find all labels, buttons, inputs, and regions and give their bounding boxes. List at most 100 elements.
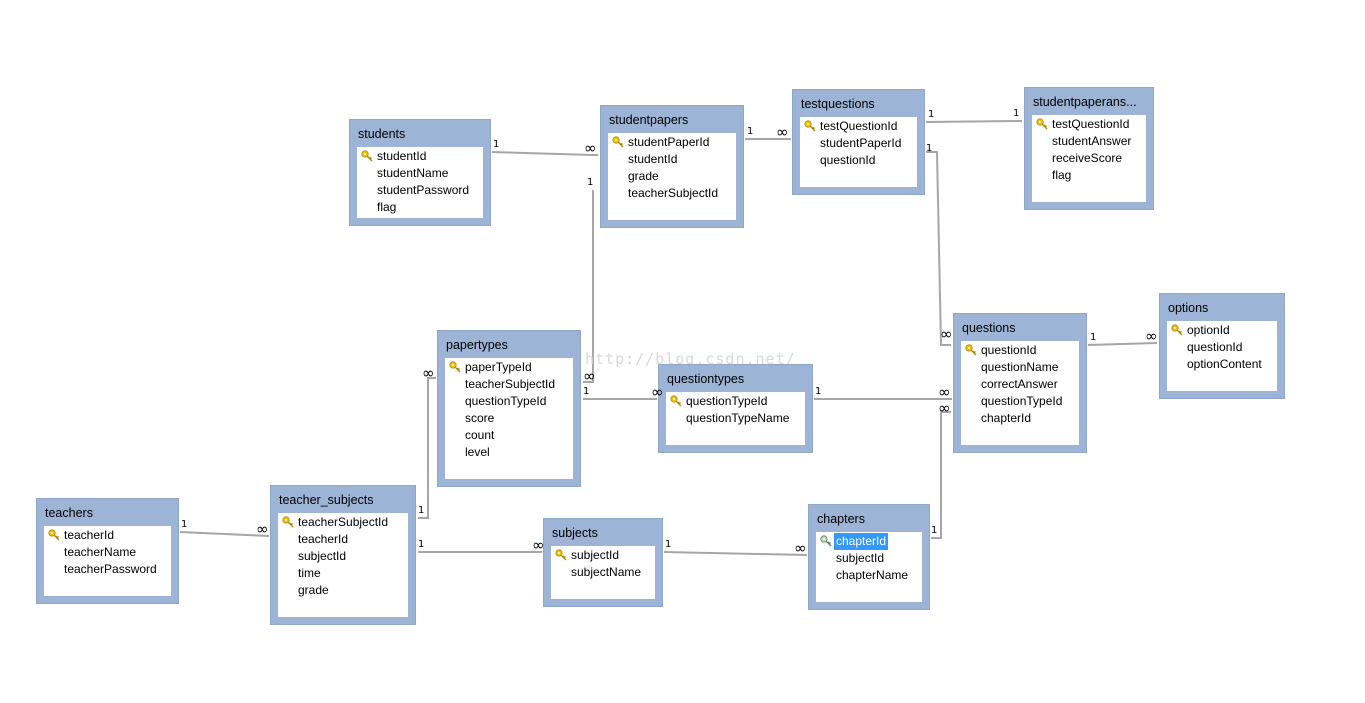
primary-key-icon xyxy=(1171,324,1183,336)
table-field-row[interactable]: chapterName xyxy=(816,567,922,584)
field-name: score xyxy=(465,411,495,425)
field-name: optionContent xyxy=(1187,357,1262,371)
relationship-line-questions-testquestions[interactable] xyxy=(926,151,951,346)
table-title: questiontypes xyxy=(667,372,745,386)
field-name: questionId xyxy=(820,153,876,167)
table-field-row[interactable]: testQuestionId xyxy=(1032,116,1146,133)
table-title: papertypes xyxy=(446,338,508,352)
primary-key-icon xyxy=(804,120,816,132)
table-field-row[interactable]: chapterId xyxy=(816,533,922,550)
table-field-row[interactable]: subjectName xyxy=(551,564,655,581)
cardinality-one-label: 1 xyxy=(926,143,933,154)
field-name: questionId xyxy=(1187,340,1243,354)
relationship-line-questions-options[interactable] xyxy=(1087,342,1158,346)
table-field-row[interactable]: studentId xyxy=(357,148,483,165)
table-field-row[interactable]: teacherPassword xyxy=(44,561,171,578)
table-field-row[interactable]: optionId xyxy=(1167,322,1277,339)
table-field-row[interactable]: optionContent xyxy=(1167,356,1277,373)
table-field-row[interactable]: correctAnswer xyxy=(961,376,1079,393)
table-field-row[interactable]: questionTypeId xyxy=(666,393,805,410)
table-field-row[interactable]: level xyxy=(445,444,573,461)
table-field-row[interactable]: flag xyxy=(357,199,483,216)
relationship-line-teacher-subjects-papertypes[interactable] xyxy=(418,377,436,519)
table-field-row[interactable]: studentPassword xyxy=(357,182,483,199)
table-field-row[interactable]: teacherSubjectId xyxy=(278,514,408,531)
table-field-row[interactable]: studentName xyxy=(357,165,483,182)
cardinality-one-label: 1 xyxy=(583,386,590,397)
table-field-row[interactable]: teacherName xyxy=(44,544,171,561)
field-name: teacherSubjectId xyxy=(628,186,719,200)
cardinality-one-label: 1 xyxy=(1090,332,1097,343)
table-field-row[interactable]: paperTypeId xyxy=(445,359,573,376)
table-field-row[interactable]: studentPaperId xyxy=(608,134,736,151)
table-field-row[interactable]: questionId xyxy=(961,342,1079,359)
field-name: teacherId xyxy=(298,532,349,546)
table-field-row[interactable]: studentAnswer xyxy=(1032,133,1146,150)
table-field-row[interactable]: chapterId xyxy=(961,410,1079,427)
table-field-row[interactable]: flag xyxy=(1032,167,1146,184)
relationship-line-subjects-chapters[interactable] xyxy=(663,551,808,556)
field-name: testQuestionId xyxy=(1052,117,1130,131)
field-name: time xyxy=(298,566,321,580)
table-title: chapters xyxy=(817,512,865,526)
table-field-row[interactable]: studentId xyxy=(608,151,736,168)
table-field-row[interactable]: studentPaperId xyxy=(800,135,917,152)
field-name: studentId xyxy=(377,149,427,163)
field-name: grade xyxy=(298,583,329,597)
table-field-row[interactable]: teacherId xyxy=(44,527,171,544)
table-field-row[interactable]: count xyxy=(445,427,573,444)
primary-key-icon xyxy=(48,529,60,541)
field-name: studentPaperId xyxy=(820,136,902,150)
table-field-row[interactable]: score xyxy=(445,410,573,427)
cardinality-one-label: 1 xyxy=(1013,108,1020,119)
table-field-row[interactable]: questionId xyxy=(1167,339,1277,356)
table-field-row[interactable]: teacherSubjectId xyxy=(608,185,736,202)
primary-key-icon xyxy=(612,136,624,148)
table-title: testquestions xyxy=(801,97,875,111)
table-field-row[interactable]: subjectId xyxy=(551,547,655,564)
table-field-row[interactable]: testQuestionId xyxy=(800,118,917,135)
field-name: level xyxy=(465,445,490,459)
table-field-row[interactable]: questionTypeId xyxy=(445,393,573,410)
relationship-line-students-studentpapers[interactable] xyxy=(491,151,598,156)
table-field-row[interactable]: teacherId xyxy=(278,531,408,548)
relationship-line-testquestions-studentpaperanswers[interactable] xyxy=(925,120,1023,123)
table-field-row[interactable]: grade xyxy=(278,582,408,599)
relationship-line-teachers-teacher-subjects[interactable] xyxy=(179,531,270,537)
table-field-row[interactable]: time xyxy=(278,565,408,582)
field-name: studentAnswer xyxy=(1052,134,1132,148)
table-field-row[interactable]: questionName xyxy=(961,359,1079,376)
table-field-row[interactable]: questionId xyxy=(800,152,917,169)
table-field-row[interactable]: subjectId xyxy=(278,548,408,565)
field-name: questionId xyxy=(981,343,1037,357)
cardinality-many-label: ∞ xyxy=(583,367,596,385)
table-field-row[interactable]: subjectId xyxy=(816,550,922,567)
table-field-row[interactable]: teacherSubjectId xyxy=(445,376,573,393)
table-field-row[interactable]: questionTypeName xyxy=(666,410,805,427)
field-name: chapterId xyxy=(981,411,1032,425)
relationship-line-chapters-questions[interactable] xyxy=(931,411,951,539)
table-field-row[interactable]: grade xyxy=(608,168,736,185)
table-field-row[interactable]: receiveScore xyxy=(1032,150,1146,167)
field-name: questionName xyxy=(981,360,1059,374)
relationship-line-teacher-subjects-studentpapers[interactable] xyxy=(583,190,594,383)
table-field-row[interactable]: questionTypeId xyxy=(961,393,1079,410)
cardinality-one-label: 1 xyxy=(931,525,938,536)
